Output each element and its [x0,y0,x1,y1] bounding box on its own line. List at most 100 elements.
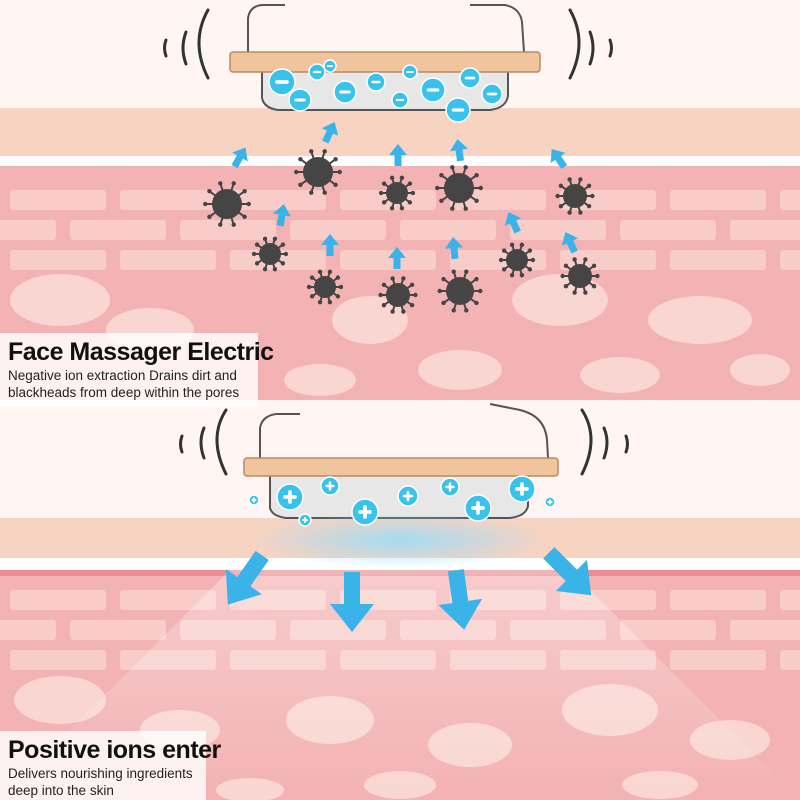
dirt-particles [203,149,600,314]
skin-brick [510,220,606,240]
skin-brick [780,650,800,670]
negative-ion [391,91,409,109]
dirt-particle [555,177,595,215]
skin-cell [284,364,356,396]
skin-brick [120,190,216,210]
caption-desc-1-line-1: Negative ion extraction Drains dirt and [8,368,237,383]
skin-cell [580,357,660,393]
negative-ion [459,67,481,89]
arrow-up-icon [321,122,339,144]
arrow-down-icon [330,572,374,632]
skin-brick [620,620,716,640]
up-arrows [231,122,579,269]
skin-brick [10,590,106,610]
positive-ion [464,494,492,522]
dirt-particle [306,269,344,305]
dirt-particle [435,165,483,211]
skin-brick [780,590,800,610]
skin-brick [70,620,166,640]
caption-panel-2: Positive ions enter Delivers nourishing … [0,731,221,800]
arrow-up-icon [389,144,407,166]
positive-ion [440,477,460,497]
skin-brick [10,650,106,670]
skin-brick [730,220,800,240]
caption-desc-1-line-2: blackheads from deep within the pores [8,385,240,400]
caption-desc-2-line-2: deep into the skin [8,783,114,798]
skin-brick [120,590,216,610]
skin-brick [70,220,166,240]
sound-waves-right [568,8,613,80]
sound-waves-right-2 [580,408,629,476]
arrow-up-icon [273,204,291,227]
negative-ion [288,88,312,112]
arrow-up-icon [550,148,568,170]
negative-ion [366,72,386,92]
positive-ion [248,494,260,506]
arrow-down-icon [225,550,269,605]
skin-brick [620,220,716,240]
dirt-particle [378,175,416,211]
skin-brick [670,650,766,670]
arrow-down-icon [543,547,592,596]
skin-brick [10,250,106,270]
dirt-particle [294,149,342,195]
negative-ion [481,83,503,105]
skin-brick [670,190,766,210]
skin-cell [10,274,110,326]
dirt-particle [560,257,600,295]
arrow-up-icon [504,212,522,234]
dirt-particle [251,236,289,272]
arrow-up-icon [231,147,248,169]
skin-brick [180,220,276,240]
arrow-up-icon [445,237,463,260]
negative-ion [333,80,357,104]
caption-panel-1: Face Massager Electric Negative ion extr… [0,333,274,407]
skin-brick [730,620,800,640]
positive-ion [508,475,536,503]
negative-ion [402,64,418,80]
arrow-up-icon [450,139,468,162]
sound-waves-left-2 [179,408,228,476]
skin-brick [780,250,800,270]
skin-brick [120,250,216,270]
caption-title-1: Face Massager Electric [8,338,274,366]
skin-brick [230,190,326,210]
negative-ion [268,68,296,96]
skin-brick [0,220,56,240]
negative-ions [268,59,503,123]
arrow-up-icon [561,232,579,254]
dirt-particle [498,242,536,278]
negative-ion [308,63,326,81]
positive-ion [276,483,304,511]
negative-ion [420,77,446,103]
positive-ion [298,513,312,527]
caption-desc-2-line-1: Delivers nourishing ingredients [8,766,193,781]
negative-ion [323,59,337,73]
dirt-particle [203,181,251,227]
skin-brick [780,190,800,210]
skin-cell [512,274,608,326]
skin-brick [340,250,436,270]
arrow-up-icon [321,234,339,256]
down-arrows [225,547,592,632]
arrow-up-icon [388,247,406,269]
skin-brick [670,250,766,270]
skin-brick [400,220,496,240]
positive-ion [397,485,419,507]
caption-title-2: Positive ions enter [8,736,221,764]
skin-cell [14,676,106,724]
skin-brick [670,590,766,610]
sound-waves-left [163,8,210,80]
skin-cell [648,296,752,344]
skin-brick [0,620,56,640]
positive-ion [320,476,340,496]
skin-brick [290,220,386,240]
dirt-particle [437,269,483,313]
skin-cell [730,354,790,386]
arrow-down-icon [438,569,483,630]
skin-brick [450,190,546,210]
panel-1-background [0,0,800,400]
dirt-particle [378,276,418,314]
skin-cell [418,350,502,390]
